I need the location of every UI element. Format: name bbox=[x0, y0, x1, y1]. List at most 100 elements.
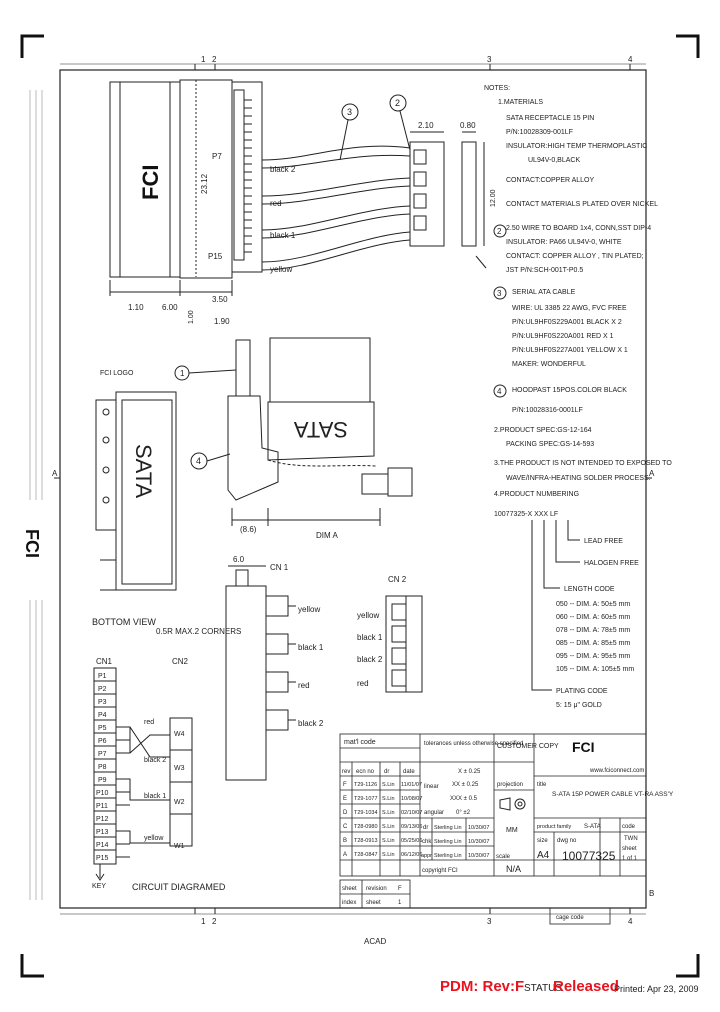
note-line-5: CONTACT:COPPER ALLOY bbox=[506, 177, 595, 184]
col-top-1: 1 bbox=[201, 55, 206, 64]
pin-label-2: P2 bbox=[98, 686, 107, 693]
length-code-4: 095 -- DIM. A: 95±5 mm bbox=[556, 653, 630, 660]
circuit-key: KEY bbox=[92, 883, 106, 890]
pin-label-13: P13 bbox=[96, 829, 109, 836]
rev-row-1-ecn: T29-1077 bbox=[354, 796, 378, 802]
cn2-wire-black2: black 2 bbox=[357, 655, 383, 664]
small-dim-3: 12.00 bbox=[490, 189, 497, 207]
tb-rev-header-date: date bbox=[403, 769, 415, 775]
corner-marks bbox=[20, 34, 700, 978]
dim-w4: 1.90 bbox=[214, 317, 230, 326]
status-label: STATUS bbox=[524, 983, 562, 994]
small-dim-3-wrap: 12.00 bbox=[490, 189, 497, 207]
length-code-5: 105 -- DIM. A: 105±5 mm bbox=[556, 666, 634, 673]
circuit-cn1: CN1 bbox=[96, 657, 113, 666]
col-top-4: 4 bbox=[628, 55, 633, 64]
bottom-view-title: BOTTOM VIEW bbox=[92, 617, 156, 627]
note-line-13: P/N:UL9HF0S229A001 BLACK X 2 bbox=[512, 319, 622, 326]
cn2-label: CN 2 bbox=[388, 575, 407, 584]
circuit-wire-black1: black 1 bbox=[144, 793, 166, 800]
tol-value-0: X ± 0.25 bbox=[458, 769, 481, 775]
circuit-title: CIRCUIT DIAGRAMED bbox=[132, 882, 226, 892]
tb-rev-header-dr: dr bbox=[384, 769, 389, 775]
tb-cage-code: cage code bbox=[556, 915, 584, 921]
length-code-2: 078 -- DIM. A: 78±5 mm bbox=[556, 627, 630, 634]
cn2-wire-red: red bbox=[357, 679, 369, 688]
pin-label-10: P10 bbox=[96, 790, 109, 797]
rev-row-1-rev: E bbox=[343, 796, 347, 802]
pn-code: 10077325-X XXX LF bbox=[494, 511, 558, 518]
tol-value-2: XXX ± 0.5 bbox=[450, 796, 478, 802]
tb-fci-text: FCI bbox=[572, 739, 595, 755]
balloon-3-text: 3 bbox=[347, 107, 352, 117]
plating-code: PLATING CODE bbox=[556, 688, 608, 695]
rev-row-3-date: 09/13/06 bbox=[401, 824, 422, 830]
tol-value-1: XX ± 0.25 bbox=[452, 782, 479, 788]
sig-name-dr: Sterling Lin bbox=[434, 825, 462, 831]
dim-w7: 6.0 bbox=[233, 555, 245, 564]
tol-value-3: 0° ±2 bbox=[456, 810, 471, 816]
rev-row-3-ecn: T28-0980 bbox=[354, 824, 378, 830]
pin-label-6: P6 bbox=[98, 738, 107, 745]
wtb-connector-side bbox=[409, 131, 487, 269]
note-balloon-3: 3 bbox=[497, 289, 502, 298]
rev-row-4-rev: B bbox=[343, 838, 347, 844]
wire-label-black2: black 2 bbox=[270, 165, 296, 174]
tol-linear: linear bbox=[424, 784, 439, 790]
pdm-rev: PDM: Rev:F bbox=[440, 978, 525, 995]
cn1-wire-yellow: yellow bbox=[298, 605, 320, 614]
sig-name-appr: Sterling Lin bbox=[434, 853, 462, 859]
fci-housing-text: FCI bbox=[138, 165, 163, 200]
rev-row-0-ecn: T29-1126 bbox=[354, 782, 377, 788]
note-line-19: 2.PRODUCT SPEC:GS-12-164 bbox=[494, 427, 592, 434]
note-line-10: JST P/N:SCH-001T-P0.5 bbox=[506, 267, 583, 274]
note-line-1: SATA RECEPTACLE 15 PIN bbox=[506, 115, 594, 122]
fci-logo-label: FCI LOGO bbox=[100, 370, 134, 377]
pin-label-5: P5 bbox=[98, 725, 107, 732]
balloon-4-text: 4 bbox=[196, 456, 201, 466]
circuit-cn2: CN2 bbox=[172, 657, 189, 666]
col-top-2: 2 bbox=[212, 55, 217, 64]
cn1-end-view bbox=[225, 565, 296, 781]
sig-name-chk: Sterling Lin bbox=[434, 839, 462, 845]
tb-revision-label: revision bbox=[366, 886, 387, 892]
small-dim-2: 0.80 bbox=[460, 121, 476, 130]
rev-row-1-dr: S.Lin bbox=[382, 796, 395, 802]
tb-sheet-value2: 1 bbox=[398, 900, 402, 906]
balloon-1-text: 1 bbox=[180, 369, 185, 378]
rev-row-2-dr: S.Lin bbox=[382, 810, 395, 816]
bottom-view-housing bbox=[95, 391, 177, 591]
sata-plug-label: SATA bbox=[293, 417, 348, 442]
cn1-label: CN 1 bbox=[270, 563, 289, 572]
tb-sheet-index-0: sheet bbox=[342, 886, 357, 892]
balloon-2-text: 2 bbox=[395, 98, 400, 108]
side-fci-logo: FCI bbox=[22, 529, 42, 558]
col-bottom-4: 4 bbox=[628, 917, 633, 926]
corner-note: 0.5R MAX.2 CORNERS bbox=[156, 627, 241, 636]
sig-date-appr: 10/30/07 bbox=[468, 853, 489, 859]
note-line-23: 4.PRODUCT NUMBERING bbox=[494, 491, 579, 498]
cn1-wire-red: red bbox=[298, 681, 310, 690]
sig-date-chk: 10/30/07 bbox=[468, 839, 489, 845]
rev-row-0-date: 11/01/07 bbox=[401, 782, 422, 788]
row-a-left: A bbox=[52, 469, 58, 478]
tb-rev-header-rev: rev bbox=[342, 769, 350, 775]
note-line-11: SERIAL ATA CABLE bbox=[512, 289, 576, 296]
pin-label-1: P1 bbox=[98, 673, 107, 680]
length-code-3: 085 -- DIM. A: 85±5 mm bbox=[556, 640, 630, 647]
row-a-right: A bbox=[649, 469, 655, 478]
note-line-17: HOODPAST 15POS.COLOR BLACK bbox=[512, 387, 627, 394]
length-code-1: 060 -- DIM. A: 60±5 mm bbox=[556, 614, 630, 621]
tb-dwgno-value: 10077325 bbox=[562, 849, 616, 863]
projection-symbol bbox=[499, 797, 526, 811]
tb-family-value: S-ATA bbox=[584, 824, 601, 830]
tb-title-label: title bbox=[537, 782, 547, 788]
balloon-1: 1 bbox=[174, 365, 237, 381]
side-fci-text: FCI bbox=[22, 529, 42, 558]
tb-customer: CUSTOMER COPY bbox=[497, 743, 559, 750]
tb-scale-label: scale bbox=[496, 854, 511, 860]
tol-angular: angular bbox=[424, 810, 444, 816]
notes-block: NOTES: 1.MATERIALS SATA RECEPTACLE 15 PI… bbox=[484, 85, 672, 498]
col-bottom-1: 1 bbox=[201, 917, 206, 926]
note-line-9: CONTACT: COPPER ALLOY , TIN PLATED; bbox=[506, 253, 644, 260]
